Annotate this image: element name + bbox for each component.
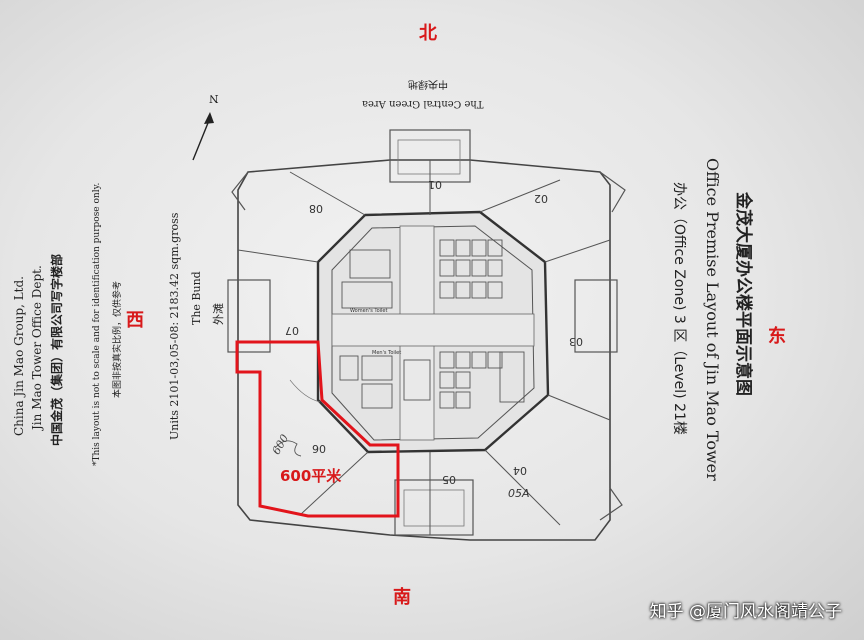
bund-cn: 外滩 xyxy=(212,303,225,325)
title-zone: 办公（Office Zone) 3 区（Level) 21楼 xyxy=(671,182,687,435)
unit-03: 03 xyxy=(569,335,583,348)
unit-05: 05 xyxy=(442,473,456,486)
unit-01: 01 xyxy=(428,178,442,191)
north-label: 北 xyxy=(419,23,437,44)
title-cn: 金茂大厦办公楼平面示意图 xyxy=(733,192,753,396)
watermark: 知乎 @厦门风水阁靖公子 xyxy=(649,602,842,622)
core-label-women: Women's Toilet xyxy=(350,308,388,314)
company-dept: Jin Mao Tower Office Dept. xyxy=(30,265,44,430)
unit-08: 08 xyxy=(309,202,323,215)
highlight-area-label: 600平米 xyxy=(280,467,342,485)
disclaimer-cn: 本图非按真实比例，仅供参考 xyxy=(113,280,123,398)
core-label-men: Men's Toilet xyxy=(372,350,402,356)
handwritten-05a: 05A xyxy=(508,487,530,500)
title-en: Office Premise Layout of Jin Mao Tower xyxy=(703,158,722,481)
unit-06: 06 xyxy=(312,442,326,455)
east-label: 东 xyxy=(768,326,786,347)
units-area: Units 2101-03,05-08: 2183.42 sqm.gross xyxy=(168,212,181,440)
south-label: 南 xyxy=(393,587,411,608)
top-area-cn: 中央绿地 xyxy=(408,78,448,89)
unit-04: 04 xyxy=(513,464,527,477)
disclaimer-en: *This layout is not to scale and for ide… xyxy=(92,182,102,466)
unit-07: 07 xyxy=(285,324,299,337)
top-area-en: The Central Green Area xyxy=(362,98,484,109)
bund-en: The Bund xyxy=(190,271,203,325)
west-label: 西 xyxy=(126,310,144,331)
unit-02: 02 xyxy=(534,192,548,205)
company-cn: 中国金茂（集团）有限公司写字楼部 xyxy=(50,253,64,446)
compass-north-marker: N xyxy=(209,92,219,105)
company-group: China Jin Mao Group, Ltd. xyxy=(12,276,26,436)
